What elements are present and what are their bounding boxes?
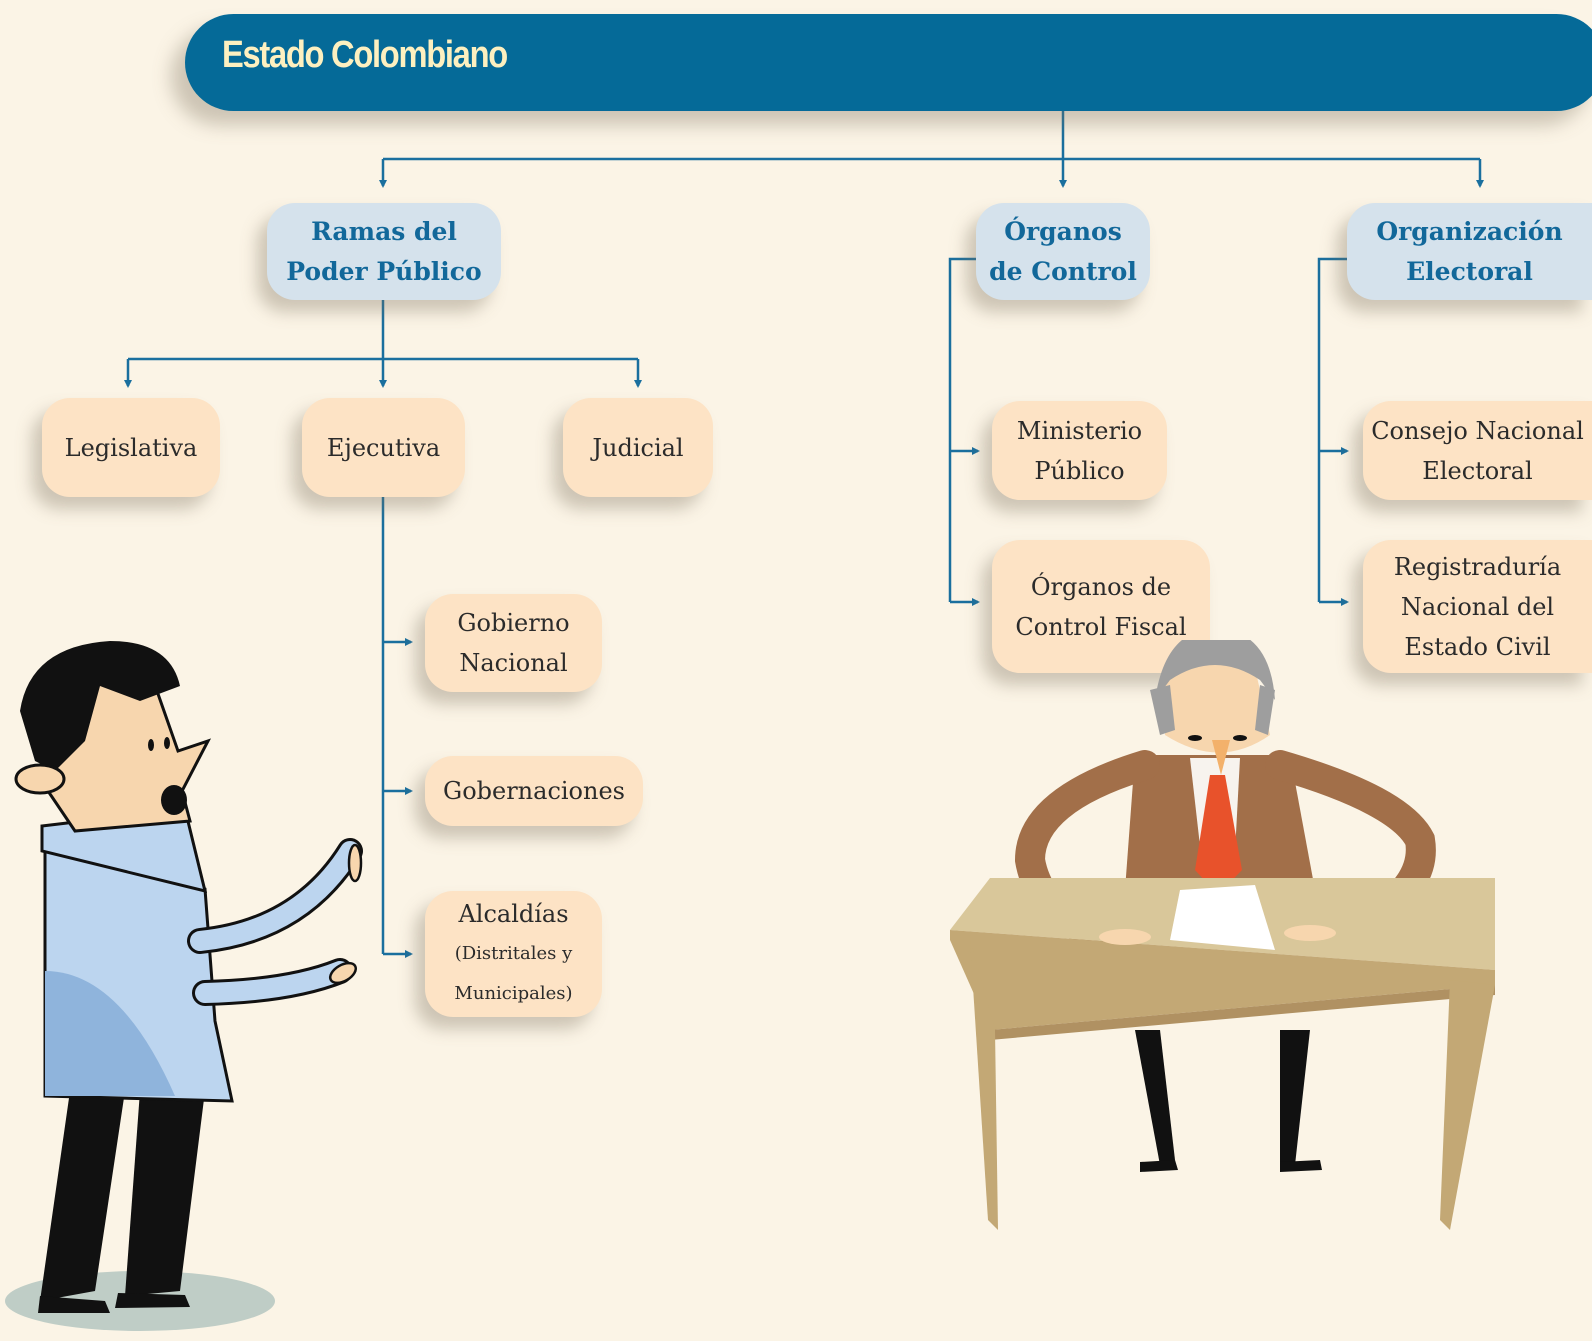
node-label-line: Organización	[1376, 216, 1563, 246]
node-label: Judicial	[592, 433, 684, 462]
node-alcaldias: Alcaldías (Distritales y Municipales)	[425, 891, 602, 1017]
node-label-line: Órganos	[1004, 216, 1122, 246]
node-ministerio-publico: Ministerio Público	[992, 401, 1167, 500]
node-organos-de-control: Órganos de Control	[976, 203, 1150, 300]
node-label-line: Órganos de	[1030, 572, 1172, 601]
node-label: Ejecutiva	[326, 433, 441, 462]
node-label-line: Municipales)	[454, 983, 573, 1004]
node-label-line: Gobierno	[457, 609, 570, 637]
node-judicial: Judicial	[563, 398, 713, 497]
node-label-line: Consejo Nacional	[1371, 416, 1584, 445]
node-gobernaciones: Gobernaciones	[425, 756, 643, 826]
node-label-line: de Control	[989, 256, 1137, 286]
node-label-line: Nacional	[459, 649, 568, 677]
node-organizacion-electoral: Organización Electoral	[1347, 203, 1592, 300]
node-ejecutiva: Ejecutiva	[302, 398, 465, 497]
node-label-line: Ramas del	[311, 216, 457, 246]
node-ramas-del-poder-publico: Ramas del Poder Público	[267, 203, 501, 300]
node-label-line: Estado Civil	[1404, 632, 1551, 661]
node-label-line: Público	[1034, 456, 1125, 485]
node-label-line: Poder Público	[286, 256, 482, 286]
node-label-line: Ministerio	[1016, 416, 1143, 445]
diagram-title: Estado Colombiano	[222, 34, 508, 76]
node-label-line: Control Fiscal	[1015, 612, 1187, 641]
node-label-line: Nacional del	[1400, 592, 1555, 621]
node-label-line: (Distritales y	[454, 943, 573, 964]
node-consejo-nacional-electoral: Consejo Nacional Electoral	[1363, 401, 1592, 500]
man-at-desk-illustration	[950, 640, 1495, 1230]
node-label-line: Electoral	[1422, 456, 1533, 485]
node-registraduria: Registraduría Nacional del Estado Civil	[1363, 540, 1592, 673]
node-label-line: Electoral	[1406, 256, 1533, 286]
connector-organos-stem	[948, 257, 976, 602]
node-legislativa: Legislativa	[42, 398, 220, 497]
connector-electoral-stem	[1317, 257, 1347, 602]
node-gobierno-nacional: Gobierno Nacional	[425, 594, 602, 692]
node-organos-de-control-fiscal: Órganos de Control Fiscal	[992, 540, 1210, 673]
node-label-line: Registraduría	[1393, 552, 1562, 581]
standing-man-illustration	[5, 641, 363, 1331]
title-banner	[185, 14, 1592, 111]
node-label-line: Alcaldías	[458, 900, 569, 928]
node-label: Gobernaciones	[443, 777, 625, 805]
node-label: Legislativa	[64, 433, 198, 462]
